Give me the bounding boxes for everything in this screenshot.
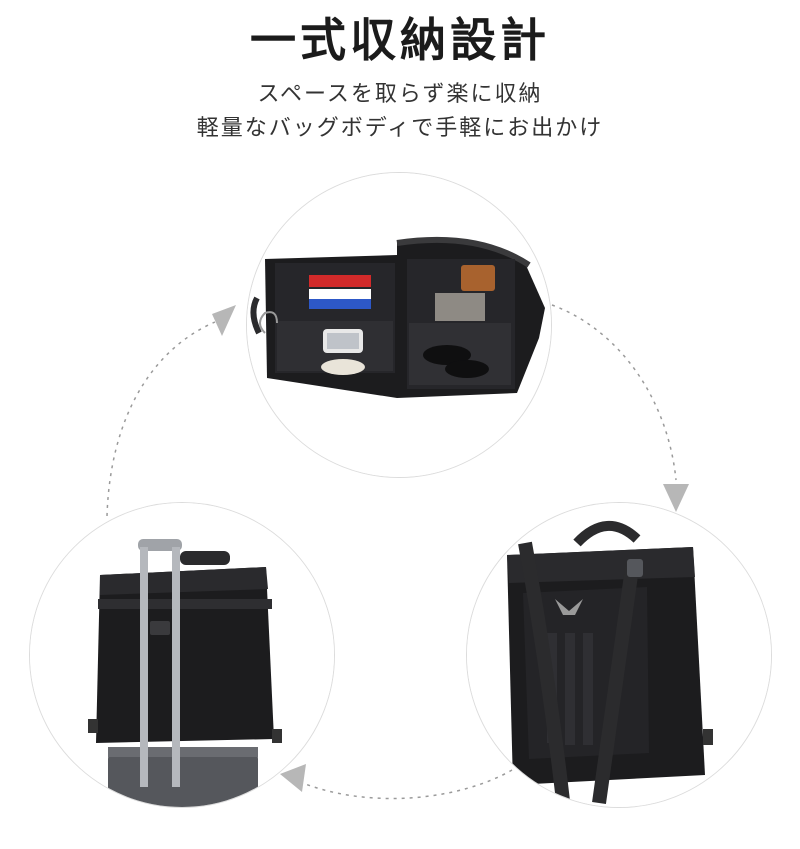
image-bag-on-suitcase <box>29 502 335 808</box>
dotted-arc-right <box>551 304 677 481</box>
arrow-head-right <box>663 484 689 512</box>
subtitle-line-2: 軽量なバッグボディで手軽にお出かけ <box>196 116 604 141</box>
dotted-arc-left <box>106 321 216 517</box>
arrow-head-left <box>212 305 236 336</box>
image-open-bag <box>246 172 552 478</box>
subtitle-line-1: スペースを取らず楽に収納 <box>257 82 543 107</box>
image-folded-bag <box>466 502 772 808</box>
page-title: 一式収納設計 <box>250 13 550 67</box>
